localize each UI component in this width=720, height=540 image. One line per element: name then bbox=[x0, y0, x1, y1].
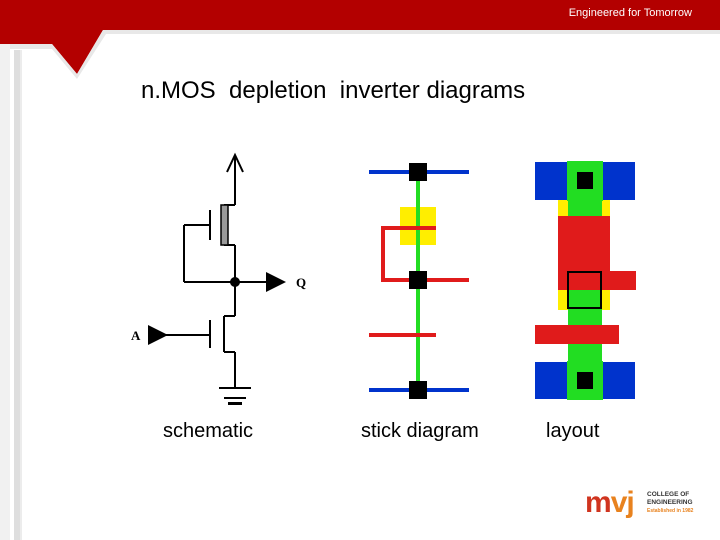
slide-title: n.MOS depletion inverter diagrams bbox=[141, 77, 526, 104]
logo-text: COLLEGE OF ENGINEERING Established in 19… bbox=[647, 491, 694, 514]
header-tagline: Engineered for Tomorrow bbox=[568, 7, 692, 19]
college-logo: mvj COLLEGE OF ENGINEERING Established i… bbox=[585, 486, 695, 526]
caption-stick-diagram: stick diagram bbox=[361, 420, 479, 442]
caption-schematic: schematic bbox=[163, 420, 254, 442]
logo-mark: mvj bbox=[585, 486, 635, 519]
caption-layout: layout bbox=[546, 420, 600, 442]
input-label: A bbox=[131, 328, 141, 343]
output-label: Q bbox=[296, 275, 307, 290]
